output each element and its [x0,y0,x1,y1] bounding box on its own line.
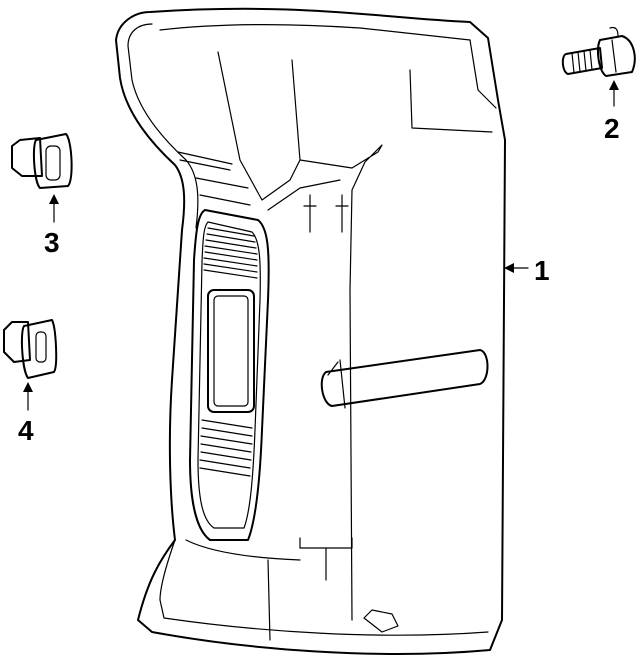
lamp-inner-divider [267,179,341,211]
callout-3-leader [49,194,59,223]
lamp-mid-panel [409,69,493,133]
side-marker-lens-line [327,359,346,409]
clip4-slot [35,331,47,363]
lamp-right-face [469,39,497,109]
center-lens [207,289,255,413]
lamp-ridge-2 [299,144,383,621]
callout-4-leader [23,382,33,411]
upper-ribs [203,227,258,279]
lamp-vert-line [267,559,271,641]
callout-4-arrowhead [23,382,33,392]
clip3-body [11,137,43,177]
clip3-face [32,133,73,189]
lower-mount [299,537,353,581]
clip3-slot [45,145,61,181]
lamp-housing-outline [115,7,506,655]
clip4-body [3,321,31,363]
callout-1-leader [504,263,529,273]
bolt-thread [571,49,593,74]
lamp-pin-a [303,194,317,233]
bolt-part [561,26,636,77]
callout-2-arrowhead [609,80,619,90]
bottom-foot [363,609,399,633]
center-lens-inner [213,295,249,407]
left-lower-edge [159,539,176,601]
lamp-top-rim [159,23,471,41]
bottom-inner-edge [159,599,489,636]
callout-3-arrowhead [49,194,59,204]
callout-2-leader [609,80,619,107]
clip-part-3 [11,133,73,189]
lower-ribs [199,419,253,477]
clip-part-4 [3,319,58,379]
clip4-face [20,319,58,379]
tail-lamp-assembly [115,7,506,655]
callout-1-arrowhead [504,263,514,273]
callout-1-label: 1 [534,255,550,286]
bolt-head-flange [609,26,619,73]
callout-2-label: 2 [604,113,620,144]
lamp-pin-b [335,194,349,233]
bolt-head [597,35,636,77]
callout-3-label: 3 [44,227,60,258]
bolt-shank [561,47,603,75]
lamp-top-inner-edge [127,23,199,229]
lamp-ridge [217,51,301,201]
callout-4-label: 4 [18,415,34,446]
side-marker-lens [320,349,489,407]
lens-strip [189,209,270,541]
lens-strip-inner [197,221,261,529]
lower-curve [185,539,301,561]
lens-tab-top [177,151,251,206]
